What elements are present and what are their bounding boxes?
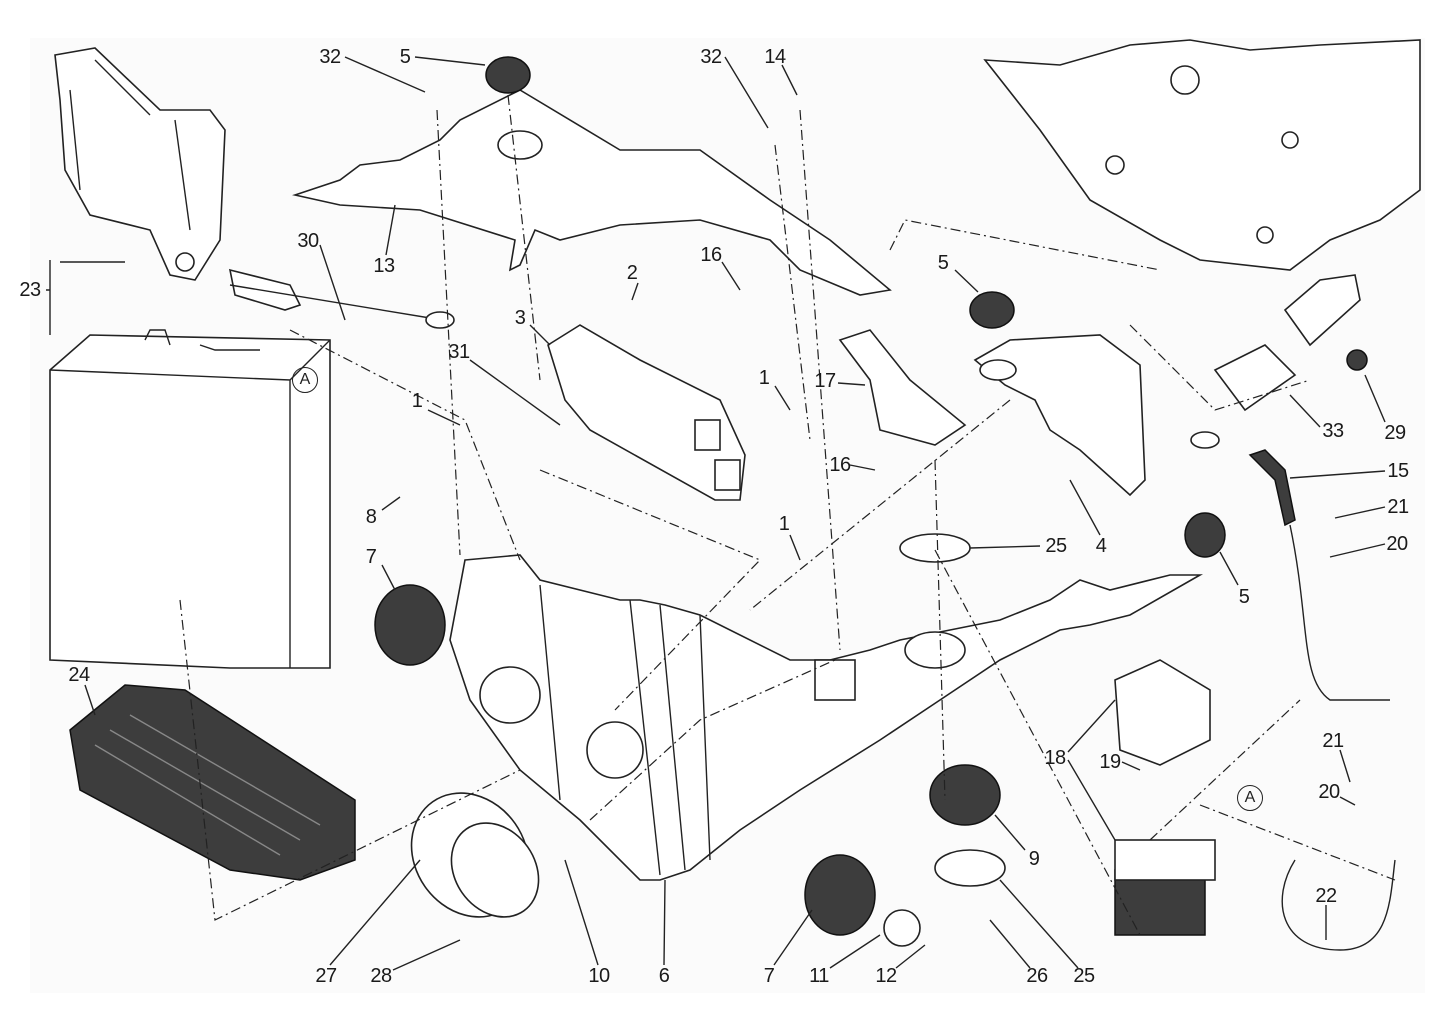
callout-28: 28 [370,965,392,987]
reference-marker-a: A [292,367,318,393]
callout-23: 23 [19,279,41,301]
mounting-bracket-illustration [838,329,967,446]
fuse-bracket-illustration [973,334,1146,497]
callout-5: 5 [1238,586,1250,608]
callout-1: 1 [778,513,790,535]
connector-cover-illustration [1213,274,1368,412]
engine-case-illustration [983,39,1421,271]
grommet-illustrations [485,56,1226,558]
cable-illustrations [229,284,1396,951]
callout-6: 6 [658,965,670,987]
callout-9: 9 [1028,848,1040,870]
callout-1: 1 [758,367,770,389]
reference-marker-a: A [1237,785,1263,811]
rubber-mount-illustrations [374,584,1001,936]
battery-illustration [49,329,331,669]
callout-21: 21 [1387,496,1409,518]
upper-cover-illustration [292,89,892,296]
callout-14: 14 [764,46,786,68]
callout-5: 5 [399,46,411,68]
callout-3: 3 [514,307,526,329]
callout-20: 20 [1318,781,1340,803]
callout-11: 11 [809,965,829,987]
callout-16: 16 [700,244,722,266]
callout-32: 32 [319,46,341,68]
callout-27: 27 [315,965,337,987]
battery-tray-illustration [69,684,356,881]
callout-32: 32 [700,46,722,68]
washer-illustrations [883,533,1006,947]
callout-29: 29 [1384,422,1406,444]
callout-1: 1 [411,390,423,412]
callout-12: 12 [875,965,897,987]
main-battery-holder-illustration [449,554,1204,881]
leader-lines [46,56,1386,971]
callout-24: 24 [68,664,90,686]
callout-7: 7 [365,546,377,568]
callout-8: 8 [365,506,377,528]
callout-2: 2 [626,262,638,284]
callout-19: 19 [1099,751,1121,773]
callout-22: 22 [1315,885,1337,907]
starter-relay-illustration [1114,659,1216,936]
control-unit-illustration [547,324,746,501]
callout-15: 15 [1387,460,1409,482]
callout-33: 33 [1322,420,1344,442]
callout-21: 21 [1322,730,1344,752]
frame-bracket-illustration [54,47,302,311]
callout-31: 31 [448,341,470,363]
callout-5: 5 [937,252,949,274]
alignment-lines [179,94,1396,936]
callout-18: 18 [1044,747,1066,769]
callout-4: 4 [1095,535,1107,557]
callout-25: 25 [1045,535,1067,557]
callout-26: 26 [1026,965,1048,987]
callout-25: 25 [1073,965,1095,987]
callout-13: 13 [373,255,395,277]
callout-17: 17 [814,370,836,392]
callout-16: 16 [829,454,851,476]
horn-illustration [410,792,540,918]
callout-10: 10 [588,965,610,987]
callout-30: 30 [297,230,319,252]
callout-20: 20 [1386,533,1408,555]
callout-7: 7 [763,965,775,987]
